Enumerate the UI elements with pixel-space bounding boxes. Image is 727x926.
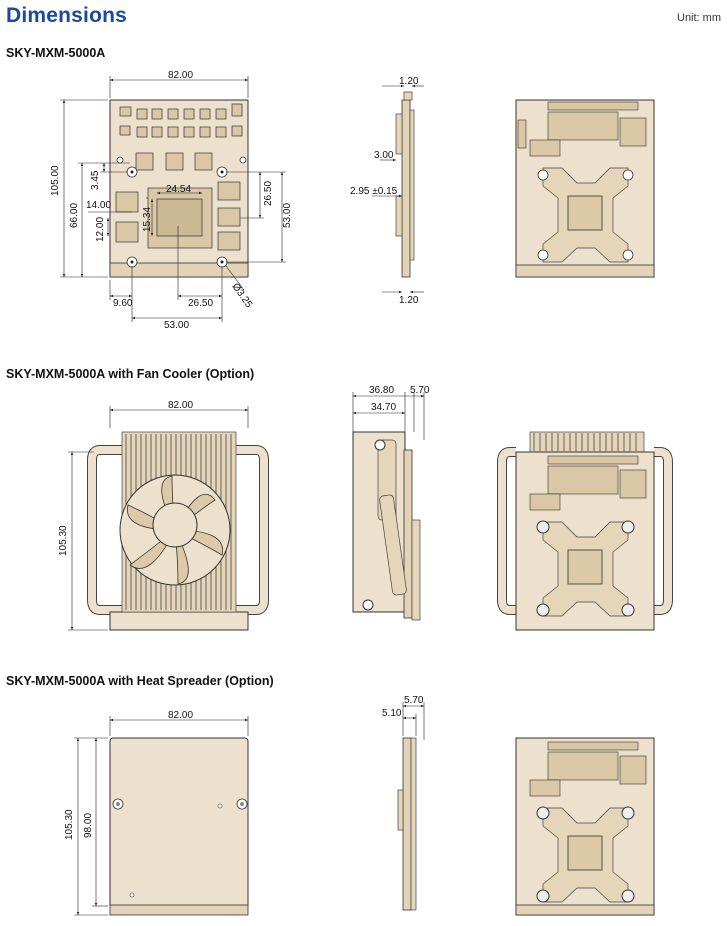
fan-dim-width: 82.00	[168, 400, 193, 411]
hs-dim-510: 5.10	[382, 708, 402, 719]
dim-66: 66.00	[69, 203, 80, 228]
dim-gpu-width: 24.54	[166, 184, 191, 195]
base-board-back-view	[515, 99, 655, 278]
side-dim-295: 2.95 ±0.15	[350, 186, 398, 197]
section-title-base: SKY-MXM-5000A	[6, 46, 106, 60]
dim-345: 3.45	[90, 170, 101, 190]
fan-dim-3680: 36.80	[369, 385, 394, 396]
fan-cooler-side-view	[352, 392, 425, 621]
fan-dim-height: 105.30	[58, 525, 69, 556]
section-title-spreader: SKY-MXM-5000A with Heat Spreader (Option…	[6, 674, 274, 688]
heat-spreader-top-view	[74, 716, 249, 916]
dim-bot-53: 53.00	[164, 320, 189, 331]
dim-hole: Ø3.25	[230, 281, 255, 310]
page-title: Dimensions	[6, 4, 128, 27]
hs-dim-width: 82.00	[168, 710, 193, 721]
base-board-top-view	[60, 76, 286, 322]
heat-spreader-side-view	[397, 702, 425, 911]
side-dim-300: 3.00	[374, 150, 394, 161]
fan-dim-3470: 34.70	[371, 402, 396, 413]
heat-spreader-back-view	[515, 737, 655, 916]
dim-gpu-height: 15.34	[142, 207, 153, 232]
dim-right-53: 53.00	[282, 203, 293, 228]
dim-height: 105.00	[50, 165, 61, 196]
dim-right-2650: 26.50	[263, 181, 274, 206]
dim-12: 12.00	[95, 217, 106, 242]
hs-dim-height: 105.30	[64, 809, 75, 840]
fan-cooler-top-view	[68, 406, 269, 631]
fan-cooler-back-view	[497, 431, 673, 631]
base-board-side-view	[372, 84, 424, 294]
hs-dim-570: 5.70	[404, 695, 424, 706]
side-dim-bottom: 1.20	[399, 295, 419, 306]
dim-width: 82.00	[168, 70, 193, 81]
section-title-fan: SKY-MXM-5000A with Fan Cooler (Option)	[6, 367, 255, 381]
hs-dim-98: 98.00	[83, 813, 94, 838]
side-dim-top: 1.20	[399, 76, 419, 87]
dim-bot-2650: 26.50	[188, 298, 213, 309]
dim-960: 9.60	[113, 298, 133, 309]
fan-dim-570: 5.70	[410, 385, 430, 396]
dim-14: 14.00	[86, 200, 111, 211]
unit-label: Unit: mm	[677, 12, 721, 24]
